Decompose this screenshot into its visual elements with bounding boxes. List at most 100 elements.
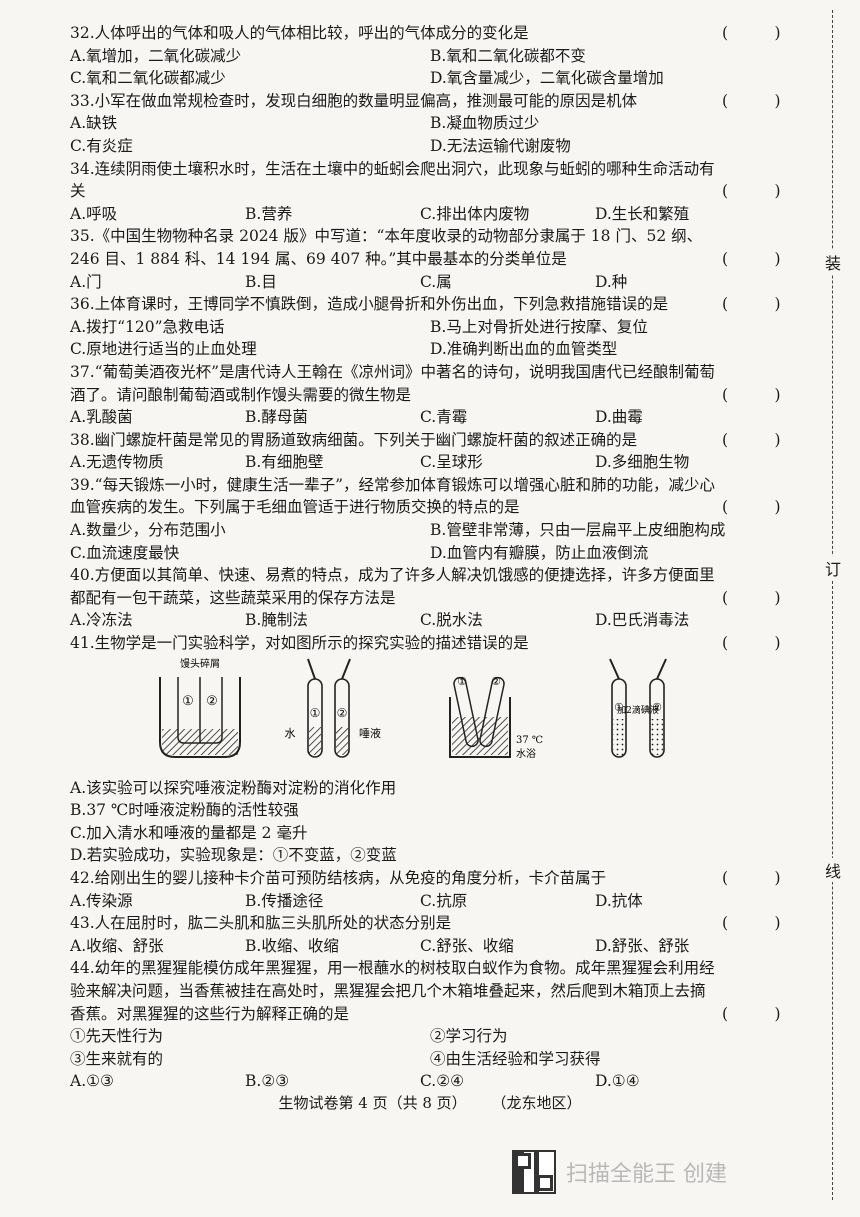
question-stem-text: 35.《中国生物物种名录 2024 版》中写道：“本年度收录的动物部分隶属于 1… bbox=[70, 227, 703, 268]
option-B: B.马上对骨折处进行按摩、复位 bbox=[430, 317, 648, 336]
experiment-diagram: ① ② 馒头碎屑 ① ② 水 唾液 ① ② 37 ℃ 水浴 ① ② 加2滴碘液 bbox=[159, 657, 667, 760]
option-D: D.准确判断出血的血管类型 bbox=[430, 340, 618, 359]
question-q41: 41.生物学是一门实验科学，对如图所示的探究实验的描述错误的是( ) ① ② 馒… bbox=[70, 632, 800, 867]
question-q43: 43.人在屈肘时，肱二头肌和肱三头肌所处的状态分别是( )A.收缩、舒张 B.收缩… bbox=[70, 912, 800, 957]
option-A: A.缺铁 bbox=[70, 114, 118, 133]
option-A: A.门 bbox=[70, 272, 102, 291]
option-D: D.曲霉 bbox=[595, 408, 643, 427]
option-D: D.氧含量减少，二氧化碳含量增加 bbox=[430, 69, 664, 88]
option-D: D.血管内有瓣膜，防止血液倒流 bbox=[430, 543, 649, 562]
question-q44: 44.幼年的黑猩猩能模仿成年黑猩猩，用一根蘸水的树枝取白蚁作为食物。成年黑猩猩会… bbox=[70, 957, 800, 1093]
option-C: C.血流速度最快 bbox=[70, 543, 180, 562]
question-stem: 43.人在屈肘时，肱二头肌和肱三头肌所处的状态分别是( ) bbox=[70, 912, 800, 935]
question-stem: 39.“每天锻炼一小时，健康生活一辈子”，经常参加体育锻炼可以增强心脏和肺的功能… bbox=[70, 474, 800, 519]
binding-char-ding: 订 bbox=[822, 556, 844, 580]
option-D: D.巴氏消毒法 bbox=[595, 611, 690, 630]
option-C: C.呈球形 bbox=[420, 453, 483, 472]
fig-step4-tube2: ② bbox=[652, 701, 662, 714]
option-D: D.种 bbox=[595, 272, 628, 291]
option-A: A.氧增加，二氧化碳减少 bbox=[70, 46, 242, 65]
answer-blank: ( ) bbox=[722, 249, 781, 268]
option-B: B.目 bbox=[245, 272, 277, 291]
page-footer: 生物试卷第 4 页（共 8 页） （龙东地区） bbox=[0, 1092, 860, 1113]
binding-char-zhuang: 装 bbox=[822, 250, 844, 274]
option-D: D.多细胞生物 bbox=[595, 453, 690, 472]
step4-iodine-test: ① ② 加2滴碘液 bbox=[609, 658, 667, 758]
option-B: B.氧和二氧化碳都不变 bbox=[430, 46, 586, 65]
option-D: D.①④ bbox=[595, 1072, 640, 1091]
question-stem: 38.幽门螺旋杆菌是常见的胃肠道致病细菌。下列关于幽门螺旋杆菌的叙述正确的是( … bbox=[70, 429, 800, 452]
question-q33: 33.小军在做血常规检查时，发现白细胞的数量明显偏高，推测最可能的原因是机体( … bbox=[70, 90, 800, 158]
question-stem-text: 36.上体育课时，王博同学不慎跌倒，造成小腿骨折和外伤出血，下列急救措施错误的是 bbox=[70, 295, 669, 314]
question-q34: 34.连续阴雨使土壤积水时，生活在土壤中的蚯蚓会爬出洞穴，此现象与蚯蚓的哪种生命… bbox=[70, 158, 800, 226]
option-A: A.数量少，分布范围小 bbox=[70, 521, 226, 540]
question-stem: 40.方便面以其简单、快速、易煮的特点，成为了许多人解决饥饿感的便捷选择，许多方… bbox=[70, 564, 800, 609]
answer-blank: ( ) bbox=[722, 634, 781, 653]
answer-blank: ( ) bbox=[722, 295, 781, 314]
question-q42: 42.给刚出生的婴儿接种卡介苗可预防结核病，从免疫的角度分析，卡介苗属于( )A… bbox=[70, 867, 800, 912]
answer-blank: ( ) bbox=[722, 869, 781, 887]
option-C: C.加入清水和唾液的量都是 2 毫升 bbox=[70, 823, 308, 842]
option-A: A.传染源 bbox=[70, 891, 133, 910]
option-B: B.收缩、收缩 bbox=[245, 936, 339, 955]
footer-page-text: 生物试卷第 4 页（共 8 页） bbox=[278, 1094, 467, 1112]
option-A: A.乳酸菌 bbox=[70, 408, 133, 427]
option-D: D.抗体 bbox=[595, 891, 643, 910]
fig-bath-label: 水浴 bbox=[516, 748, 536, 760]
fig-tube2-label: ② bbox=[206, 694, 218, 709]
option-D: D.舒张、舒张 bbox=[595, 936, 690, 955]
option-B: B.营养 bbox=[245, 204, 293, 223]
statement-item: ③生来就有的 bbox=[70, 1049, 164, 1068]
experiment-figure: ① ② 馒头碎屑 ① ② 水 唾液 ① ② 37 ℃ 水浴 ① ② 加2滴碘液 bbox=[70, 657, 800, 773]
binding-char-xian: 线 bbox=[822, 858, 844, 882]
step1-grinding: ① ② 馒头碎屑 bbox=[159, 657, 241, 758]
step3-water-bath: ① ② 37 ℃ 水浴 bbox=[449, 675, 543, 760]
answer-blank: ( ) bbox=[722, 430, 781, 449]
question-q35: 35.《中国生物物种名录 2024 版》中写道：“本年度收录的动物部分隶属于 1… bbox=[70, 225, 800, 293]
option-A: A.呼吸 bbox=[70, 204, 118, 223]
scanner-watermark: 扫描全能王 创建 bbox=[512, 1150, 727, 1194]
option-A: A.拨打“120”急救电话 bbox=[70, 317, 225, 336]
question-stem: 34.连续阴雨使土壤积水时，生活在土壤中的蚯蚓会爬出洞穴，此现象与蚯蚓的哪种生命… bbox=[70, 158, 800, 203]
statement-item: ①先天性行为 bbox=[70, 1027, 164, 1046]
fig-temp-label: 37 ℃ bbox=[516, 735, 543, 746]
binding-margin: 装 订 线 bbox=[810, 0, 860, 1217]
question-stem: 44.幼年的黑猩猩能模仿成年黑猩猩，用一根蘸水的树枝取白蚁作为食物。成年黑猩猩会… bbox=[70, 957, 800, 1025]
answer-options: A.门 B.目 C.属 D.种 bbox=[70, 271, 800, 294]
question-stem: 36.上体育课时，王博同学不慎跌倒，造成小腿骨折和外伤出血，下列急救措施错误的是… bbox=[70, 293, 800, 316]
option-D: D.无法运输代谢废物 bbox=[430, 136, 571, 155]
question-stem: 32.人体呼出的气体和吸人的气体相比较，呼出的气体成分的变化是( ) bbox=[70, 22, 800, 45]
option-C: C.属 bbox=[420, 272, 452, 291]
fig-step3-tube2: ② bbox=[491, 675, 501, 688]
option-A: A.收缩、舒张 bbox=[70, 936, 164, 955]
fig-water-label: 水 bbox=[285, 727, 296, 740]
statement-items: ①先天性行为 ②学习行为 ③生来就有的 ④由生活经验和学习获得 bbox=[70, 1025, 800, 1070]
option-A: A.①③ bbox=[70, 1072, 114, 1091]
question-q40: 40.方便面以其简单、快速、易煮的特点，成为了许多人解决饥饿感的便捷选择，许多方… bbox=[70, 564, 800, 632]
answer-options: A.收缩、舒张 B.收缩、收缩 C.舒张、收缩 D.舒张、舒张 bbox=[70, 935, 800, 958]
binding-dashed-line bbox=[832, 10, 833, 1200]
step2-add-liquids: ① ② 水 唾液 bbox=[285, 658, 381, 758]
fig-mantou-label: 馒头碎屑 bbox=[180, 657, 220, 670]
fig-tube1-label: ① bbox=[182, 694, 194, 709]
answer-blank: ( ) bbox=[722, 914, 781, 933]
option-C: C.舒张、收缩 bbox=[420, 936, 514, 955]
statement-item: ④由生活经验和学习获得 bbox=[430, 1049, 601, 1068]
statement-item: ②学习行为 bbox=[430, 1027, 508, 1046]
fig-step2-tube1: ① bbox=[310, 706, 321, 720]
answer-blank: ( ) bbox=[722, 1004, 781, 1023]
option-B: B.②③ bbox=[245, 1072, 290, 1091]
fig-step3-tube1: ① bbox=[457, 675, 467, 688]
answer-blank: ( ) bbox=[722, 91, 781, 110]
footer-region: （龙东地区） bbox=[491, 1094, 582, 1112]
question-stem: 42.给刚出生的婴儿接种卡介苗可预防结核病，从免疫的角度分析，卡介苗属于( ) bbox=[70, 867, 800, 890]
option-C: C.有炎症 bbox=[70, 136, 133, 155]
watermark-text: 扫描全能王 创建 bbox=[566, 1162, 727, 1187]
